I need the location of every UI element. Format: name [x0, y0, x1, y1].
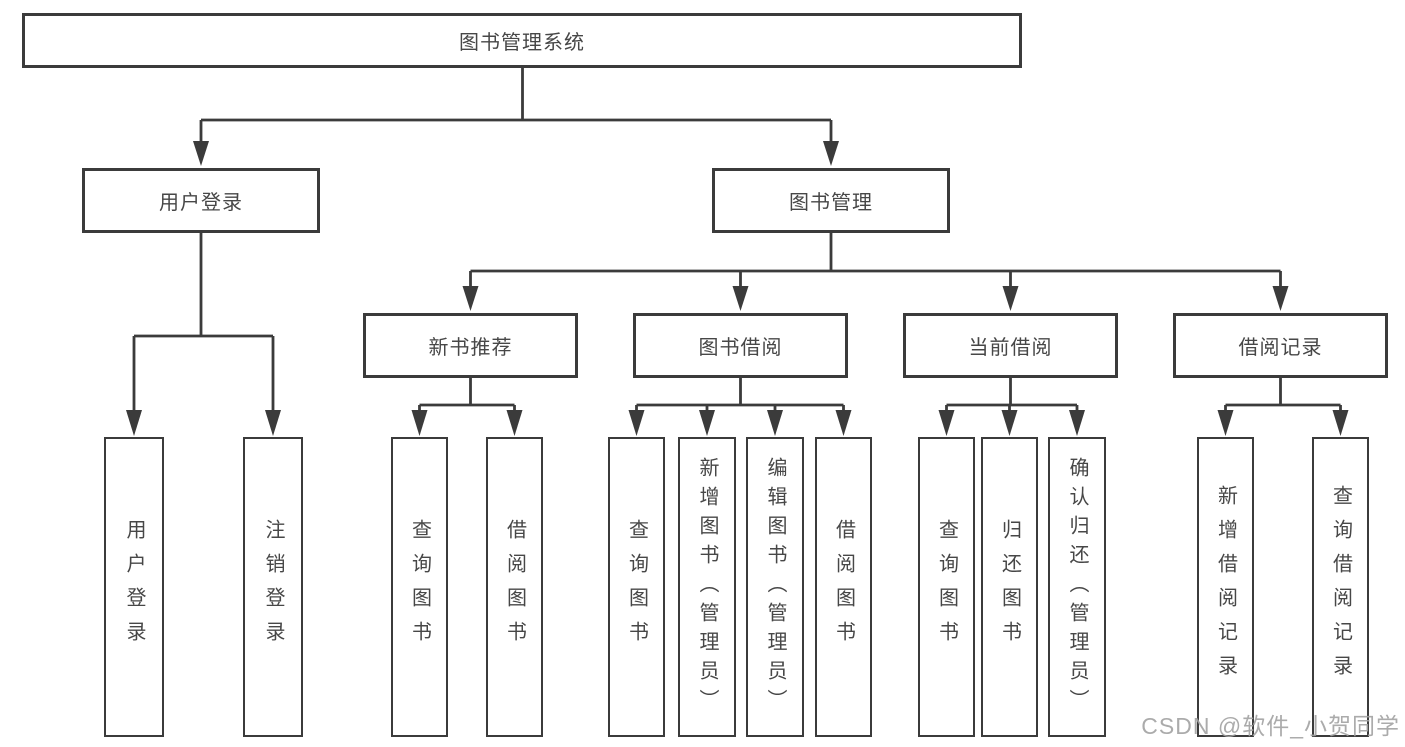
node-confirm-return-admin: 确认归还（管理员）: [1048, 437, 1106, 737]
node-label: 确认归还（管理员）: [1066, 456, 1088, 718]
node-label: 查询图书: [935, 519, 958, 655]
node-label: 查询图书: [625, 519, 648, 655]
node-current-borrowing: 当前借阅: [903, 313, 1118, 378]
node-borrow-books-borrowing: 借阅图书: [815, 437, 872, 737]
node-logout: 注销登录: [243, 437, 303, 737]
arrow-icon: [193, 141, 209, 166]
arrow-icon: [823, 141, 839, 166]
arrow-icon: [732, 286, 749, 311]
node-borrowing-records: 借阅记录: [1173, 313, 1388, 378]
node-query-books-borrowing: 查询图书: [608, 437, 665, 737]
arrow-icon: [265, 410, 281, 436]
node-query-borrow-record: 查询借阅记录: [1312, 437, 1369, 737]
node-query-books-current: 查询图书: [918, 437, 975, 737]
node-label: 查询借阅记录: [1329, 485, 1352, 689]
node-book-borrowing: 图书借阅: [633, 313, 848, 378]
arrow-icon: [938, 410, 955, 436]
node-label: 借阅图书: [503, 519, 526, 655]
node-label: 归还图书: [998, 519, 1021, 655]
node-label: 当前借阅: [968, 337, 1053, 359]
node-label: 用户登录: [123, 519, 145, 655]
arrow-icon: [699, 410, 715, 436]
node-label: 新书推荐: [428, 337, 513, 359]
connector-bookmgmt-to-level3: [469, 233, 1282, 288]
node-label: 新增借阅记录: [1214, 485, 1237, 689]
node-library-management-system: 图书管理系统: [22, 13, 1022, 68]
connector-root-to-level2: [199, 68, 833, 143]
node-label: 新增图书（管理员）: [696, 456, 718, 718]
node-label: 用户登录: [159, 192, 243, 214]
arrow-icon: [1002, 286, 1019, 311]
node-label: 图书管理: [789, 192, 873, 214]
node-label: 编辑图书（管理员）: [764, 456, 786, 718]
arrow-icon: [1001, 410, 1018, 436]
connector-userlogin-to-leaves: [132, 233, 275, 412]
node-query-books-recommend: 查询图书: [391, 437, 448, 737]
arrow-icon: [1069, 410, 1085, 436]
node-label: 查询图书: [408, 519, 431, 655]
node-edit-books-admin: 编辑图书（管理员）: [746, 437, 804, 737]
node-label: 图书借阅: [698, 337, 783, 359]
node-add-borrow-record: 新增借阅记录: [1197, 437, 1254, 737]
arrow-icon: [628, 410, 645, 436]
connector-bookborrow-to-leaves: [635, 378, 845, 412]
node-new-book-recommend: 新书推荐: [363, 313, 578, 378]
node-label: 图书管理系统: [459, 32, 585, 54]
node-return-books: 归还图书: [981, 437, 1038, 737]
node-label: 注销登录: [262, 519, 284, 655]
arrow-icon: [411, 410, 428, 436]
node-add-books-admin: 新增图书（管理员）: [678, 437, 736, 737]
node-borrow-books-recommend: 借阅图书: [486, 437, 543, 737]
node-book-management: 图书管理: [712, 168, 950, 233]
arrow-icon: [1272, 286, 1289, 311]
connector-records-to-leaves: [1224, 378, 1342, 412]
arrow-icon: [126, 410, 142, 436]
arrow-icon: [835, 410, 852, 436]
arrow-icon: [1217, 410, 1234, 436]
arrow-icon: [462, 286, 479, 311]
arrow-icon: [506, 410, 523, 436]
node-label: 借阅记录: [1238, 337, 1323, 359]
node-label: 借阅图书: [832, 519, 855, 655]
csdn-watermark: CSDN @软件_小贺同学: [1141, 713, 1400, 739]
arrow-icon: [1332, 410, 1349, 436]
node-user-login-leaf: 用户登录: [104, 437, 164, 737]
connector-currentborrow-to-leaves: [945, 378, 1079, 412]
arrow-icon: [767, 410, 783, 436]
node-user-login: 用户登录: [82, 168, 320, 233]
connector-newbooks-to-leaves: [418, 378, 516, 412]
